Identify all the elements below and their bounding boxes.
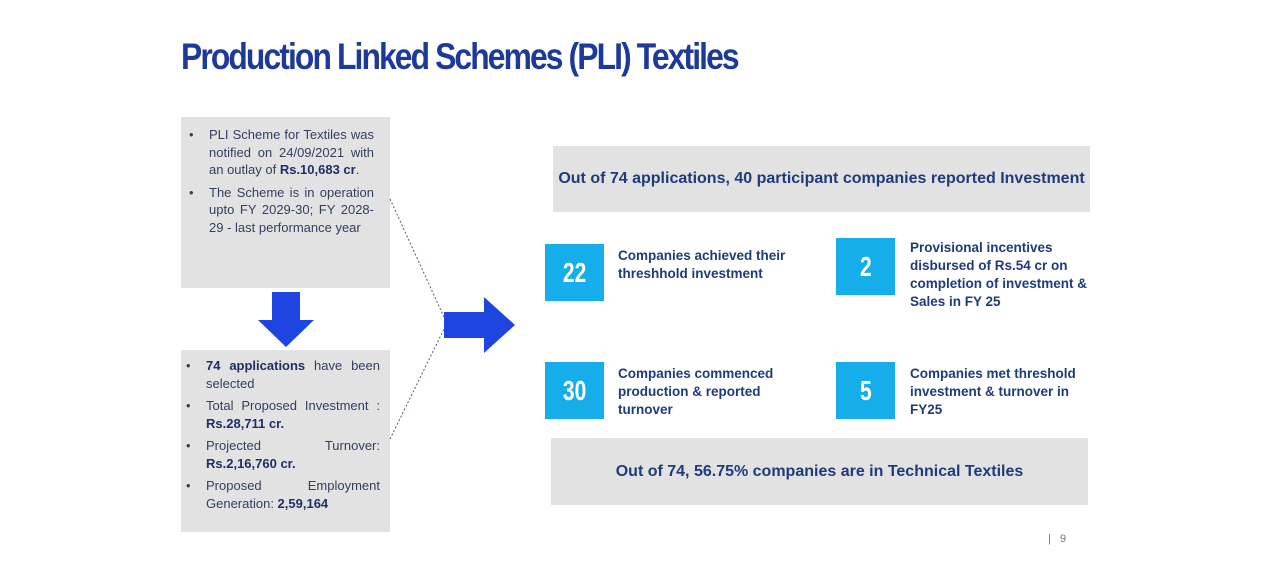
stat-label: Companies achieved their threshhold inve…: [618, 248, 786, 281]
stat-number-box: 5: [836, 362, 895, 419]
bullet-turnover: Projected Turnover: Rs.2,16,760 cr.: [186, 437, 380, 472]
bullet-operation: The Scheme is in operation upto FY 2029-…: [189, 184, 374, 237]
page-title: Production Linked Schemes (PLI) Textiles: [181, 36, 740, 77]
bullet-investment: Total Proposed Investment : Rs.28,711 cr…: [186, 397, 380, 432]
bullet-applications: 74 applications have been selected: [186, 357, 380, 392]
scheme-info-box: PLI Scheme for Textiles was notified on …: [181, 117, 390, 288]
stat-label: Companies commenced production & reporte…: [618, 366, 774, 417]
bullet-notified: PLI Scheme for Textiles was notified on …: [189, 126, 374, 179]
page-number: | 9: [1048, 533, 1067, 545]
technical-textiles-banner: Out of 74, 56.75% companies are in Techn…: [551, 438, 1088, 505]
stat-number-box: 30: [545, 362, 604, 419]
connector-lines: [389, 198, 445, 440]
down-arrow-icon: [258, 292, 314, 347]
investment-banner: Out of 74 applications, 40 participant c…: [553, 146, 1090, 212]
stat-label: Companies met threshold investment & tur…: [910, 366, 1076, 417]
stat-label: Provisional incentives disbursed of Rs.5…: [910, 240, 1088, 309]
stat-number-box: 22: [545, 244, 604, 301]
stat-number-box: 2: [836, 238, 895, 295]
applications-info-box: 74 applications have been selected Total…: [181, 350, 390, 532]
bullet-employment: Proposed Employment Generation: 2,59,164: [186, 477, 380, 512]
right-arrow-icon: [444, 297, 515, 353]
